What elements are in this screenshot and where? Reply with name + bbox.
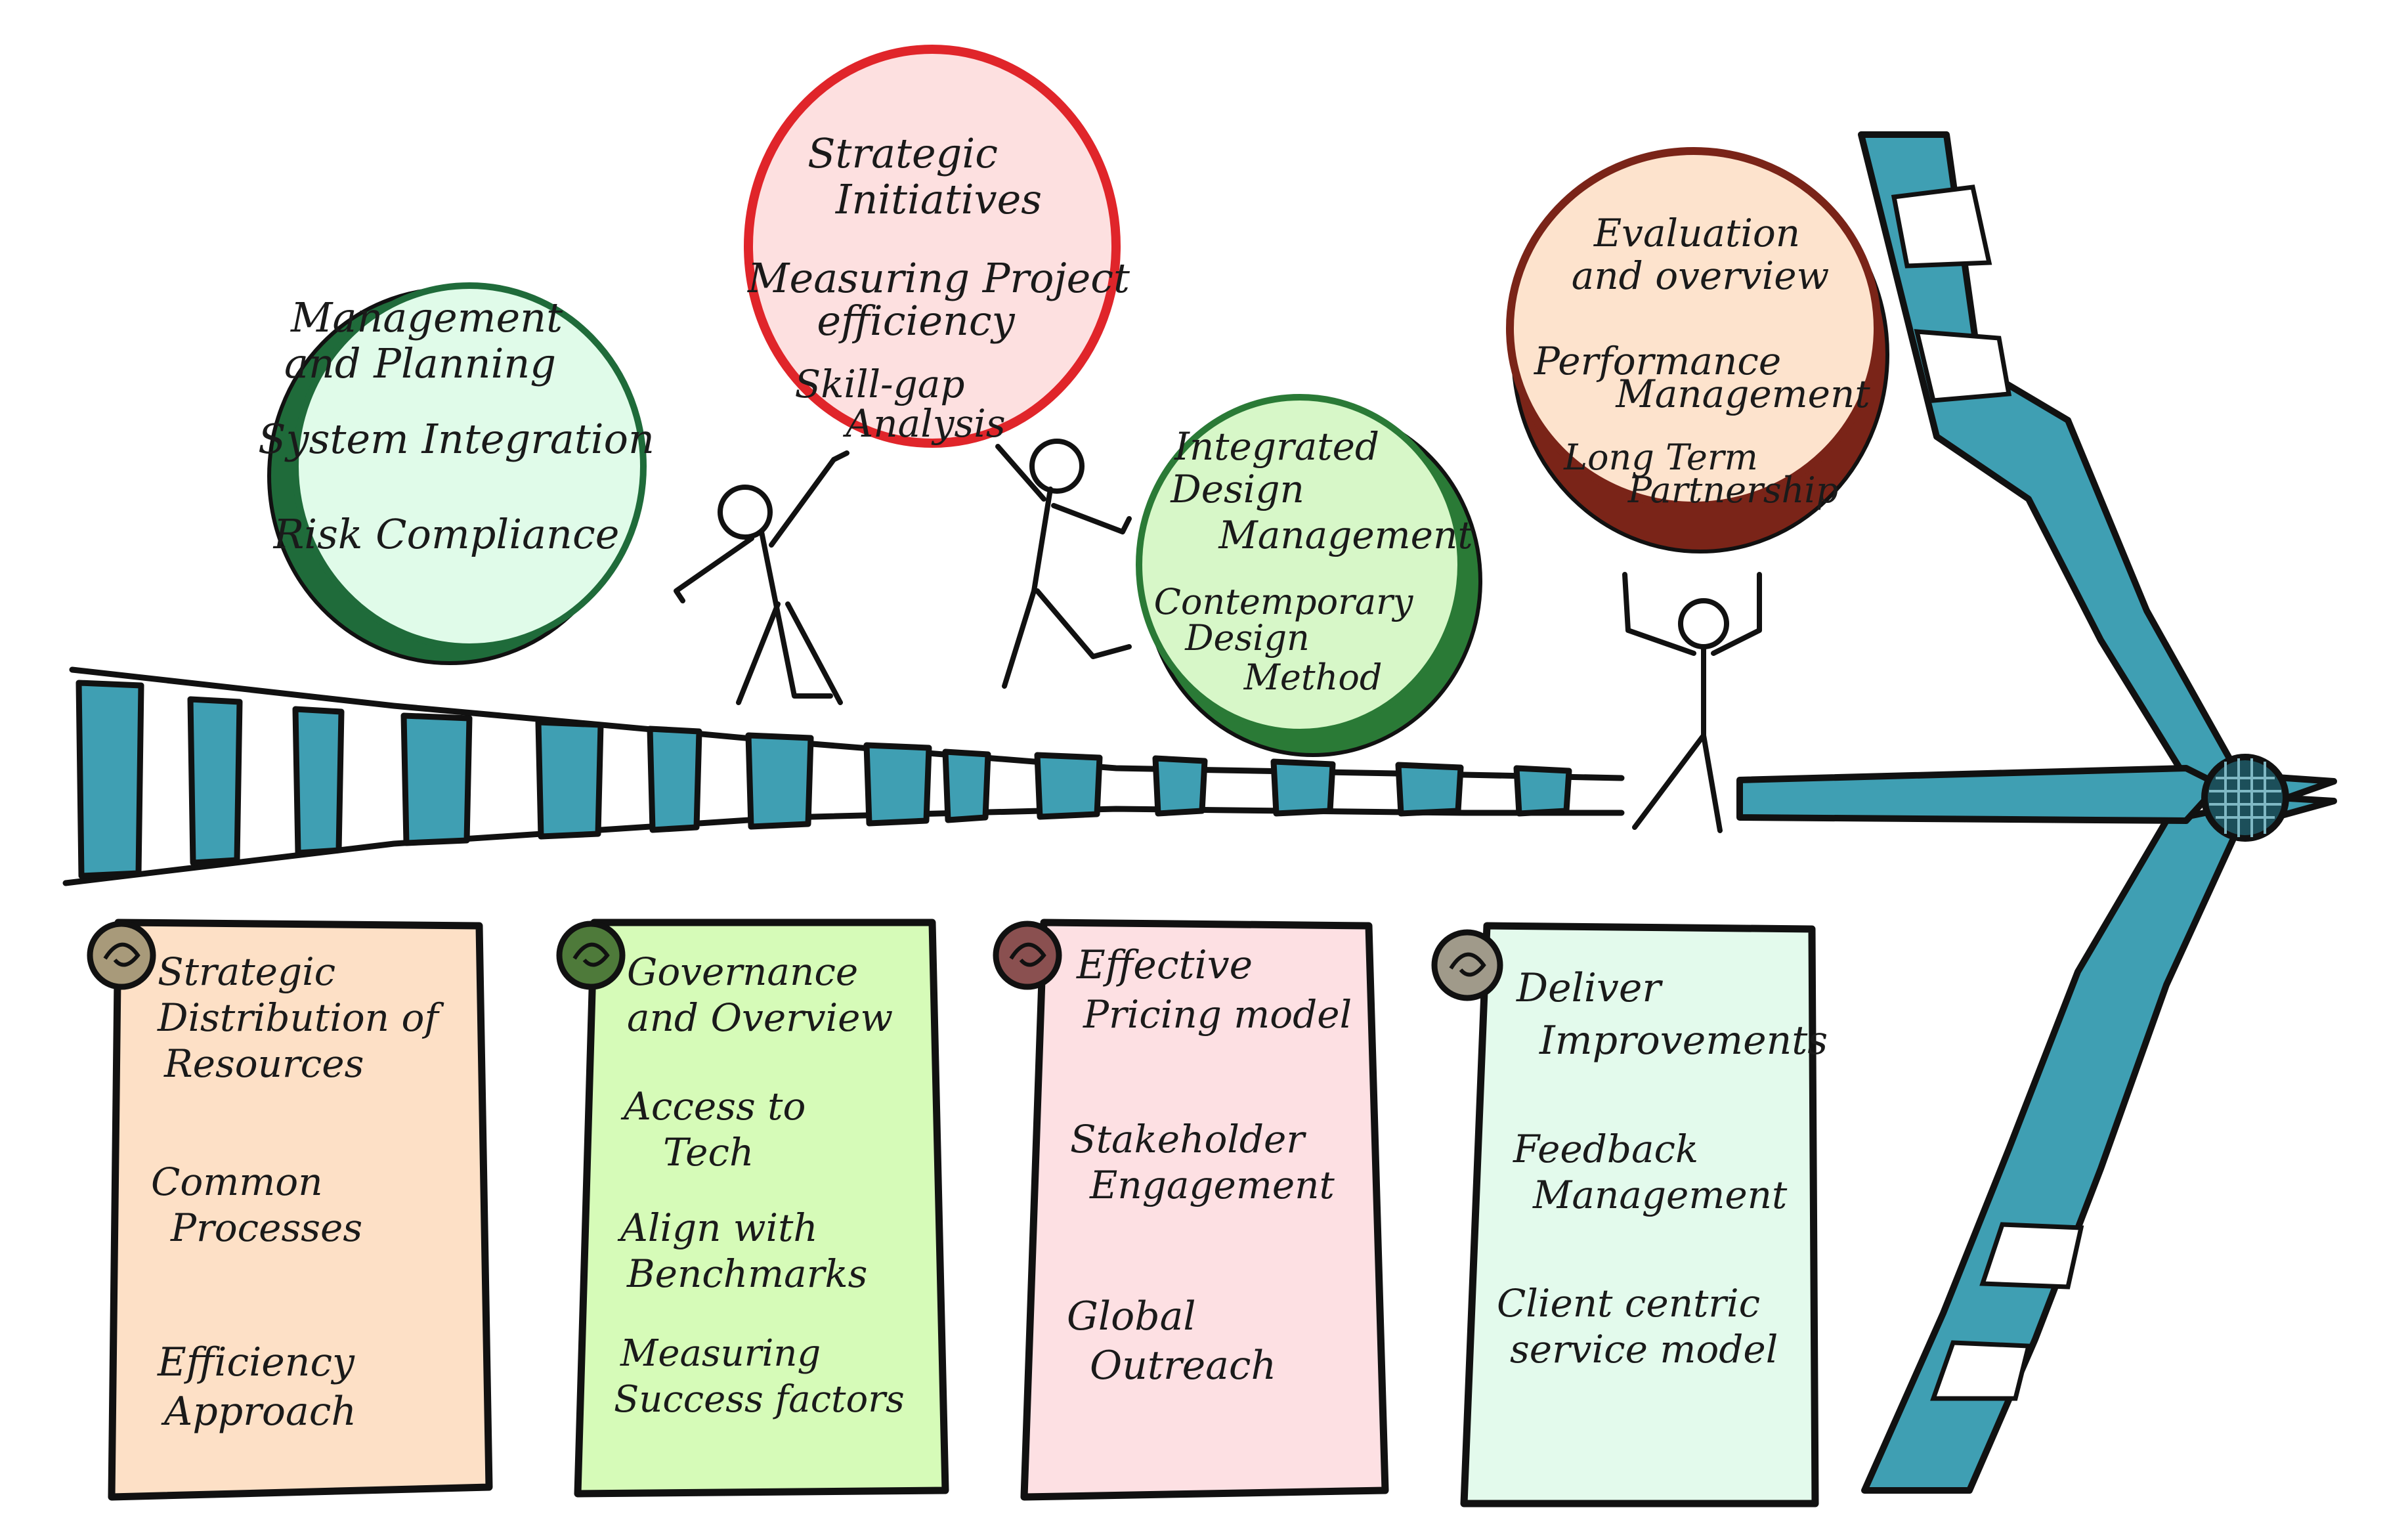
bubble-integrated-design: Integrated Design Management Contemporar…: [1136, 394, 1482, 757]
bubble-3-line-4: Contemporary: [1154, 581, 1414, 622]
scroll-1-line-5: Processes: [170, 1205, 362, 1250]
scroll-1-line-2: Distribution of: [157, 995, 444, 1040]
scroll-4-curl: [1431, 929, 1503, 1001]
road-ladder: [62, 666, 1625, 886]
bubble-4-line-4: Management: [1615, 372, 1870, 416]
upper-arm-stripe-2: [1914, 329, 2012, 403]
scroll-2-line-1: Governance: [627, 949, 858, 994]
scroll-1-line-6: Efficiency: [157, 1339, 355, 1385]
scroll-improvements: Deliver Improvements Feedback Management…: [1431, 922, 1828, 1507]
scroll-2-line-4: Tech: [663, 1130, 754, 1175]
ladder-rung: [942, 748, 991, 823]
scroll-1-line-1: Strategic: [158, 949, 335, 994]
road-arrow: [1736, 131, 2337, 1494]
ladder-rung: [745, 732, 814, 830]
bubble-1-line-3: System Integration: [258, 415, 655, 463]
bubble-4-line-5: Long Term: [1563, 437, 1758, 478]
bubble-1-line-2: and Planning: [284, 339, 556, 387]
bubble-3-line-6: Method: [1243, 657, 1383, 698]
ladder-rung: [1270, 758, 1336, 817]
lower-arm-stripe-1: [1979, 1222, 2084, 1290]
upper-arm-stripe-1: [1891, 184, 1992, 269]
bubble-strategic-initiatives: Strategic Initiatives Measuring Project …: [744, 45, 1130, 448]
scroll-governance: Governance and Overview Access to Tech A…: [556, 919, 949, 1498]
ladder-rung: [647, 726, 702, 833]
bubble-3-line-1: Integrated: [1174, 424, 1379, 469]
bubble-2-line-1: Strategic: [807, 129, 998, 177]
scroll-4-line-3: Feedback: [1513, 1127, 1698, 1171]
arrow-hub: [2201, 754, 2289, 842]
bubble-evaluation-overview: Evaluation and overview Performance Mana…: [1506, 147, 1889, 553]
scroll-3-line-5: Global: [1067, 1293, 1196, 1339]
scroll-resources: Strategic Distribution of Resources Comm…: [87, 919, 493, 1501]
scroll-4-line-4: Management: [1532, 1173, 1788, 1217]
bubble-3-line-2: Design: [1170, 467, 1304, 511]
stick-figure-middle: [995, 439, 1132, 689]
scroll-2-curl: [556, 921, 626, 990]
scroll-3-line-1: Effective: [1076, 942, 1253, 988]
bubble-2-line-3: Measuring Project: [747, 254, 1130, 302]
ladder-rung: [400, 712, 473, 846]
ladder-rung: [863, 742, 932, 827]
scroll-4-line-6: service model: [1510, 1327, 1778, 1372]
ladder-rung: [1152, 755, 1208, 817]
scroll-1-line-7: Approach: [161, 1389, 356, 1435]
scroll-2-line-3: Access to: [620, 1084, 806, 1129]
lower-arm-stripe-2: [1930, 1340, 2032, 1401]
bubble-3-line-3: Management: [1218, 513, 1473, 557]
scroll-3-line-6: Outreach: [1090, 1343, 1276, 1389]
ladder-rung: [187, 696, 243, 866]
ladder-rung: [1513, 765, 1572, 817]
scroll-2-line-7: Measuring: [620, 1332, 821, 1375]
scroll-3-curl: [993, 921, 1062, 990]
bubble-2-line-6: Analysis: [842, 401, 1005, 446]
bubble-1-line-4: Risk Compliance: [273, 510, 620, 558]
scroll-3-line-3: Stakeholder: [1070, 1117, 1306, 1161]
bubble-1-line-1: Management: [290, 293, 563, 341]
bubble-management-planning: Management and Planning System Integrati…: [258, 282, 655, 665]
scroll-4-line-1: Deliver: [1516, 965, 1663, 1011]
ladder-rung: [1395, 762, 1464, 817]
scroll-4-line-5: Client centric: [1497, 1281, 1760, 1326]
stick-figure-right: [1622, 572, 1762, 833]
scroll-2-line-2: and Overview: [627, 995, 893, 1040]
scroll-1-line-3: Resources: [163, 1041, 364, 1086]
scroll-3-line-2: Pricing model: [1083, 992, 1352, 1037]
bubble-4-line-6: Partnership: [1627, 469, 1839, 511]
ladder-rung: [1034, 752, 1103, 820]
stick-figure-left: [674, 450, 849, 705]
hub-crosshatch: [2209, 758, 2281, 837]
scroll-3-line-4: Engagement: [1089, 1163, 1335, 1207]
scroll-1-line-4: Common: [151, 1160, 323, 1204]
scroll-2-line-8: Success factors: [614, 1378, 905, 1421]
scroll-pricing: Effective Pricing model Stakeholder Enga…: [993, 919, 1389, 1501]
arrow-shaft: [1736, 765, 2222, 824]
bubble-4-line-2: and overview: [1572, 253, 1830, 298]
bubble-4-line-3: Performance: [1534, 339, 1781, 383]
bubble-2-line-4: efficiency: [817, 297, 1015, 345]
ladder-rung: [75, 680, 144, 879]
ladder-rung: [535, 719, 604, 840]
bubble-3-line-5: Design: [1184, 617, 1310, 659]
ladder-rung: [292, 706, 345, 856]
bubble-2-line-5: Skill-gap: [795, 362, 965, 406]
arrow-lower-arm: [1861, 794, 2337, 1494]
scroll-2-line-5: Align with: [617, 1205, 818, 1250]
scroll-4-line-2: Improvements: [1539, 1018, 1828, 1064]
bubble-4-line-1: Evaluation: [1593, 211, 1800, 255]
bubble-2-line-2: Initiatives: [835, 175, 1042, 223]
scroll-1-curl: [87, 921, 156, 990]
scroll-2-line-6: Benchmarks: [626, 1251, 867, 1296]
